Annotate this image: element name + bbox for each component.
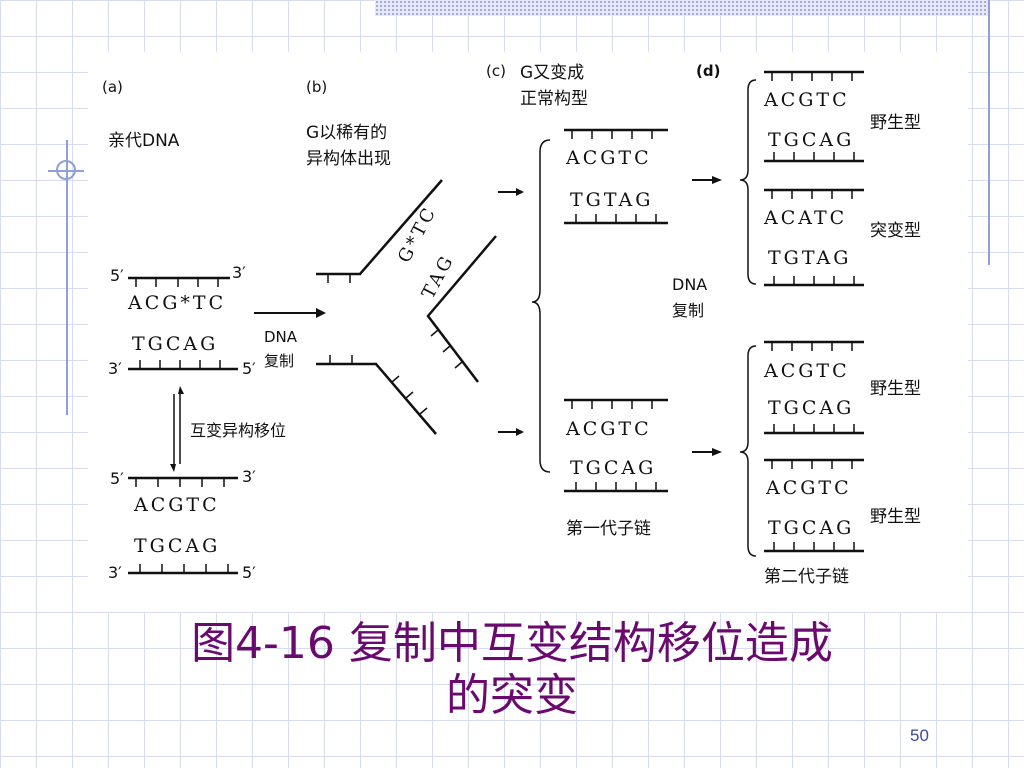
sequence-label: ACG*TC [127,292,226,314]
strand-ticks [773,276,855,285]
sequence-label: ACATC [763,207,847,229]
panel-d-label: (d) [696,62,720,80]
strand-ticks [773,542,855,551]
slide-title-line1: 图4-16 复制中互变结构移位造成 [191,618,833,669]
arrow-label: DNA [672,275,707,294]
end-label: 5′ [110,469,124,488]
sequence-label: ACGTC [763,360,850,382]
strand-ticks [430,329,463,369]
fork-lower-strand [316,362,437,435]
arrow-head [316,308,326,318]
strand-ticks [135,478,225,487]
decorative-right-line [988,0,990,265]
panel-d-caption: 第二代子链 [764,567,849,587]
bracket [531,139,551,473]
arrow-head [516,428,524,436]
panel-a-label: (a) [102,78,123,96]
sequence-label: TGCAG [134,535,220,557]
strand-ticks [771,342,853,351]
fork-upper-strand [316,179,443,276]
strand-ticks [571,130,653,139]
strand-ticks [139,360,221,369]
fork-inner-strand [426,235,497,383]
genotype-label: 野生型 [870,379,921,399]
strand-ticks [575,482,657,491]
genotype-label: 野生型 [870,113,921,133]
end-label: 5′ [110,266,124,285]
sequence-label: TGTAG [570,189,653,211]
end-label: 3′ [108,563,122,582]
mutation-diagram: (a) 亲代DNA 5′ 3′ ACG*TC TGCAG 3′ 5′ DNA 复… [102,62,921,587]
strand-ticks [771,72,853,81]
arrow-label: 复制 [264,352,294,370]
strand-ticks [135,278,219,287]
panel-b-heading: 异构体出现 [306,149,391,169]
sequence-label: TGCAG [768,517,854,539]
arrow-head [712,448,722,456]
genotype-label: 突变型 [870,221,921,241]
strand-ticks [771,190,853,199]
sequence-label: ACGTC [565,147,652,169]
sequence-label: ACGTC [565,418,652,440]
strand-ticks [327,274,351,283]
process-label: 互变异构移位 [190,421,286,440]
sequence-label: TGTAG [768,247,851,269]
panel-b-label: (b) [306,78,327,96]
arrow-head [516,188,524,196]
sequence-label: TGCAG [768,397,854,419]
strand-ticks [575,214,657,223]
panel-c-label: (c) [486,62,506,80]
arrow-head [712,176,722,184]
figure-panel: (a) 亲代DNA 5′ 3′ ACG*TC TGCAG 3′ 5′ DNA 复… [88,52,968,612]
panel-c-heading: 正常构型 [520,89,588,109]
slide-title: 图4-16 复制中互变结构移位造成 的突变 [0,618,1024,722]
genotype-label: 野生型 [870,507,921,527]
panel-a-heading: 亲代DNA [108,131,180,151]
panel-c-caption: 第一代子链 [566,519,651,539]
panel-c-heading: G又变成 [520,63,584,83]
decorative-left-line [66,140,68,415]
strand-ticks [139,564,229,573]
arrow-label: 复制 [672,301,704,320]
slide-title-line2: 的突变 [446,670,578,721]
end-label: 3′ [108,359,122,378]
end-label: 5′ [242,359,256,378]
arrow-head [178,386,184,394]
decorative-circle [56,160,76,180]
sequence-label: ACGTC [765,477,852,499]
arrow-head [170,464,176,472]
end-label: 3′ [232,263,246,282]
fork-sequence-label: G*TC [394,202,441,266]
strand-ticks [773,152,855,161]
sequence-label: ACGTC [133,494,220,516]
strand-ticks [329,355,428,415]
bracket [739,79,757,285]
end-label: 3′ [242,467,256,486]
panel-b-heading: G以稀有的 [306,123,387,143]
sequence-label: ACGTC [763,89,850,111]
sequence-label: TGCAG [768,129,854,151]
strand-ticks [771,460,853,469]
bracket [739,345,757,557]
page-number: 50 [910,726,929,745]
end-label: 5′ [242,563,256,582]
arrow-label: DNA [264,328,298,346]
sequence-label: TGCAG [132,333,218,355]
sequence-label: TGCAG [570,457,656,479]
strand-ticks [773,424,855,433]
strand-ticks [571,400,653,409]
fork-sequence-label: TAG [418,251,459,303]
decorative-top-band [375,0,990,16]
